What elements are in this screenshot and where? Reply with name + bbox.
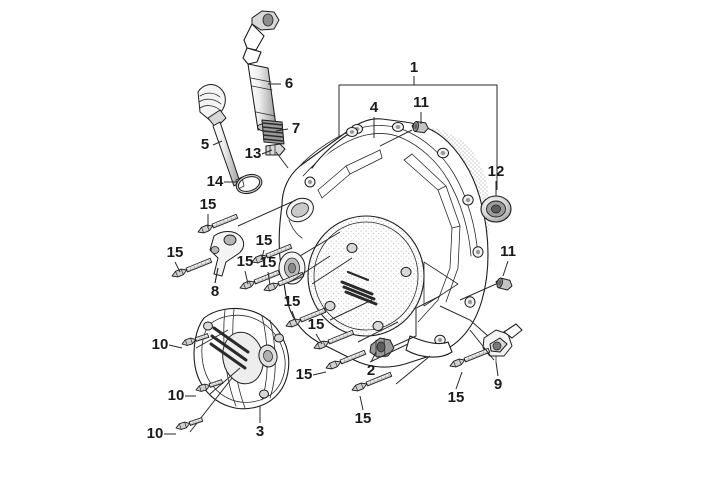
cable-clamp-2 [369,295,441,358]
callout-number-15[interactable]: 15 [260,254,277,271]
crankcase-cover-body [278,118,491,368]
callout-leader-15 [261,249,265,259]
callout-number-15[interactable]: 15 [355,410,372,427]
spring-7 [261,119,285,145]
callout-number-15[interactable]: 15 [296,366,313,383]
callout-number-7[interactable]: 7 [292,120,300,137]
clutch-housing-area [307,215,425,337]
callout-number-15[interactable]: 15 [308,316,325,333]
bracket-stay-8 [209,231,245,284]
callout-number-10[interactable]: 10 [168,387,185,404]
callout-number-14[interactable]: 14 [207,173,224,190]
o-ring-14 [235,173,263,195]
callout-leaders [164,76,509,435]
callout-leader-15 [315,333,323,345]
callout-number-12[interactable]: 12 [488,163,505,180]
callout-number-15[interactable]: 15 [284,293,301,310]
lower-mounting-ear [405,335,453,358]
callout-leader-15 [312,371,327,376]
callout-number-15[interactable]: 15 [256,232,273,249]
callout-leader-5 [212,140,223,146]
flange-bolts-15 [170,199,495,394]
callout-number-1[interactable]: 1 [410,59,418,76]
callout-number-15[interactable]: 15 [167,244,184,261]
callout-leader-15 [174,261,181,273]
callout-leader-15 [291,310,297,323]
callout-number-15[interactable]: 15 [237,253,254,270]
oil-seal-12 [480,195,512,223]
callout-number-15[interactable]: 15 [200,196,217,213]
cover-gasket-4 [311,127,358,169]
callout-number-2[interactable]: 2 [367,362,375,379]
callout-leader-15 [267,271,271,286]
callout-leader-15 [359,395,364,411]
callout-number-6[interactable]: 6 [285,75,293,92]
speed-sensor-9 [439,305,523,363]
oil-filler-neck [286,197,314,239]
dowel-pin-11-upper [379,120,430,147]
callout-number-15[interactable]: 15 [448,389,465,406]
callout-number-10[interactable]: 10 [152,336,169,353]
callout-number-11[interactable]: 11 [413,94,429,111]
callout-leader-7 [275,128,289,132]
oil-dipstick-5 [197,84,245,190]
callout-number-11[interactable]: 11 [500,243,516,260]
clip-13 [265,143,289,169]
callout-leader-11 [502,260,509,277]
callout-leader-15 [455,371,463,390]
callout-leader-9 [495,361,499,377]
callout-leader-10 [168,344,183,349]
callout-leader-13 [261,149,273,155]
callout-number-5[interactable]: 5 [201,136,209,153]
callout-number-3[interactable]: 3 [256,423,264,440]
callout-leader-2 [370,351,377,363]
callout-leader-15 [244,270,249,285]
cover-ribs [317,149,461,323]
callout-leader-8 [214,267,219,284]
callout-number-13[interactable]: 13 [245,145,262,162]
callout-number-10[interactable]: 10 [147,425,164,442]
callout-number-9[interactable]: 9 [494,376,502,393]
callout-number-4[interactable]: 4 [370,99,379,116]
dowel-pin-11-lower [459,276,514,301]
callout-number-8[interactable]: 8 [211,283,219,300]
